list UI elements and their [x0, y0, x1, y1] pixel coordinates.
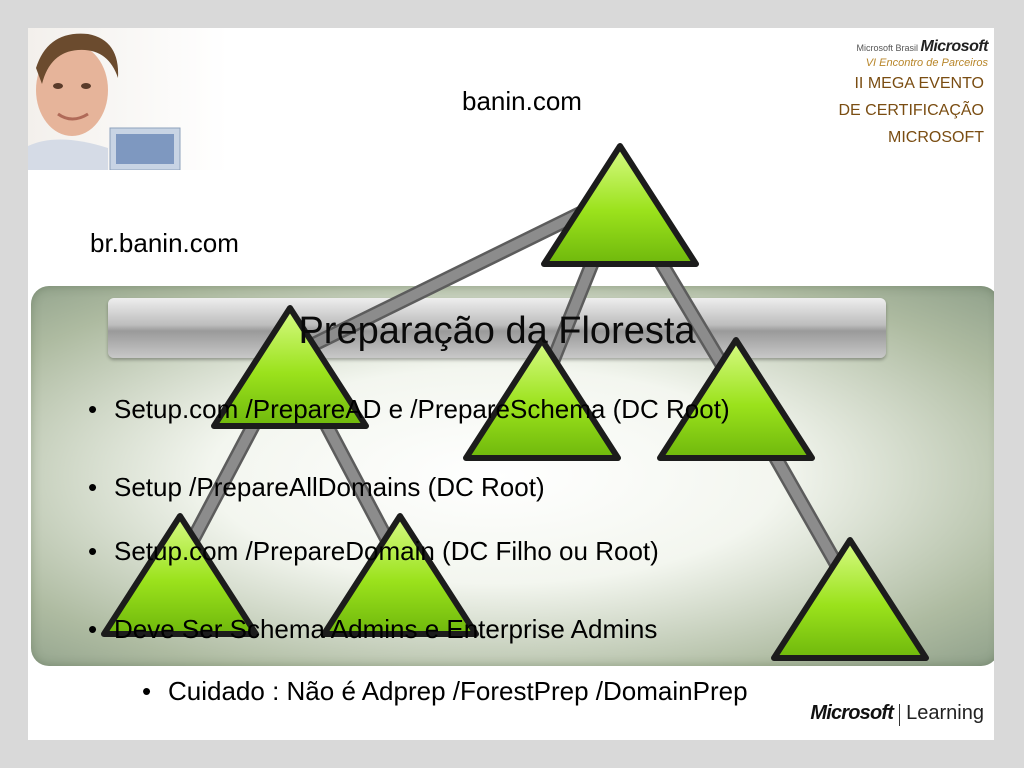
bullet-text: Setup /PrepareAllDomains (DC Root) [114, 472, 545, 502]
domain-tree-diagram [101, 143, 929, 661]
bullet-text: Setup.com /PrepareDomain (DC Filho ou Ro… [114, 536, 659, 566]
sub-bullet-item: • Cuidado : Não é Adprep /ForestPrep /Dom… [142, 676, 748, 707]
slide-title: Preparação da Floresta [298, 310, 696, 352]
tree-nodes [101, 143, 929, 661]
grandchild-domain-node [321, 513, 479, 637]
brand-small-label: Microsoft Brasil [856, 43, 918, 53]
brand-subtitle: VI Encontro de Parceiros [865, 57, 988, 69]
event-line-2: DE CERTIFICAÇÃO [838, 102, 985, 119]
microsoft-logo-text: Microsoft [920, 38, 989, 55]
bullet-marker: • [142, 676, 152, 706]
logo-divider [899, 704, 901, 726]
bullet-text: Deve Ser Schema Admins e Enterprise Admi… [114, 614, 658, 644]
bullet-item: • Setup /PrepareAllDomains (DC Root) [88, 472, 545, 503]
event-title: II MEGA EVENTO DE CERTIFICAÇÃO MICROSOFT [839, 70, 985, 151]
event-line-3: MICROSOFT [888, 129, 984, 146]
title-bar [108, 298, 886, 358]
child-domain-node [211, 305, 369, 429]
event-line-1: II MEGA EVENTO [854, 75, 984, 92]
microsoft-learning-logo-text: Microsoft [810, 702, 894, 725]
bullet-item: • Setup.com /PrepareDomain (DC Filho ou R… [88, 536, 659, 567]
root-domain-label: banin.com [462, 86, 582, 116]
bullet-item: • Deve Ser Schema Admins e Enterprise Adm… [88, 614, 657, 645]
tree-link-highlight [285, 189, 625, 361]
grandchild-domain-node [771, 537, 929, 661]
grandchild-domain-node [101, 513, 259, 637]
child-domain-node [463, 337, 621, 461]
bullet-marker: • [88, 614, 98, 644]
learning-text: Learning [906, 702, 984, 725]
bullet-marker: • [88, 536, 98, 566]
bullet-marker: • [88, 472, 98, 502]
bullet-marker: • [88, 394, 98, 424]
root-domain-node [541, 143, 699, 267]
child-domain-label: br.banin.com [90, 228, 239, 258]
bullet-item: • Setup.com /PrepareAD e /PrepareSchema (… [88, 394, 730, 425]
sub-bullet-text: Cuidado : Não é Adprep /ForestPrep /Doma… [168, 676, 748, 706]
bullet-text: Setup.com /PrepareAD e /PrepareSchema (D… [114, 394, 730, 424]
presenter-photo [28, 28, 228, 170]
microsoft-learning-logo: Microsoft Learning [810, 702, 984, 726]
slide: Microsoft Brasil Microsoft VI Encontro d… [28, 28, 994, 740]
microsoft-brasil-logo: Microsoft Brasil Microsoft VI Encontro d… [856, 38, 988, 69]
child-domain-node [657, 337, 815, 461]
